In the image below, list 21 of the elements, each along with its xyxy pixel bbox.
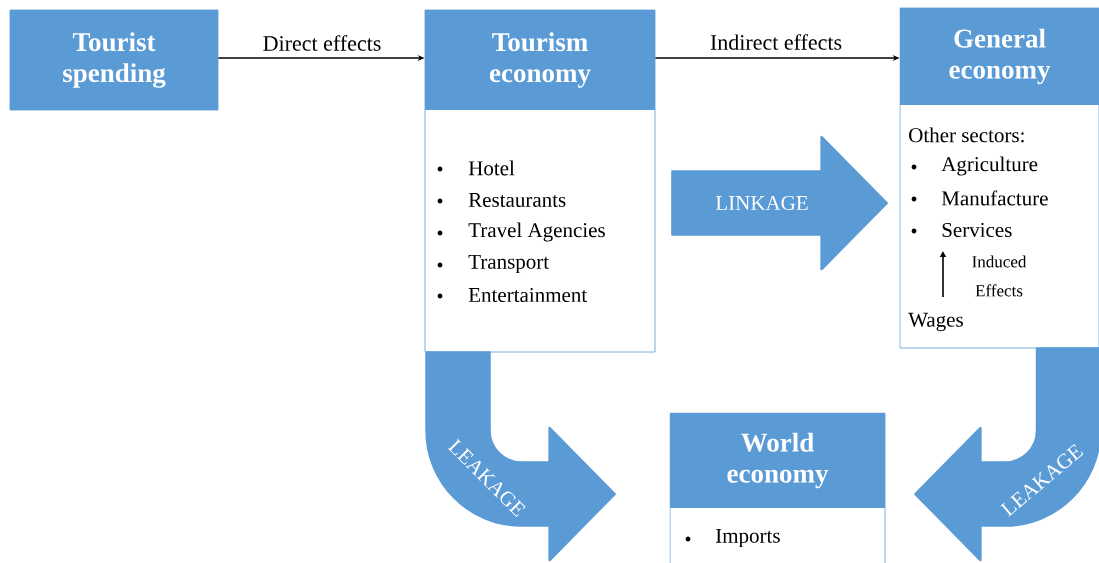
box-header: World economy: [670, 413, 885, 508]
list-item: Imports: [715, 528, 780, 548]
list-item: Manufacture: [941, 190, 1048, 206]
edge-label: Indirect effects: [708, 33, 844, 51]
block-arrow: [425, 351, 616, 562]
list-item: Entertainment: [468, 287, 588, 303]
box-header: General economy: [900, 8, 1099, 105]
note: Induced Effects: [972, 255, 1027, 297]
list-item: Transport: [468, 254, 549, 274]
list-item: Agriculture: [941, 156, 1038, 176]
box-header: Tourism economy: [425, 10, 655, 110]
block-arrow: [671, 135, 888, 271]
list-item: Wages: [908, 312, 963, 332]
list-item: Restaurants: [468, 193, 566, 207]
list-item: Travel Agencies: [468, 222, 605, 242]
list-item: Other sectors:: [909, 127, 1024, 143]
list-item: Services: [942, 222, 1012, 238]
block-arrow: [914, 347, 1099, 562]
list-item: Hotel: [468, 160, 515, 176]
box-header: Tourist spending: [63, 32, 166, 88]
edge-label: Direct effects: [261, 34, 383, 52]
